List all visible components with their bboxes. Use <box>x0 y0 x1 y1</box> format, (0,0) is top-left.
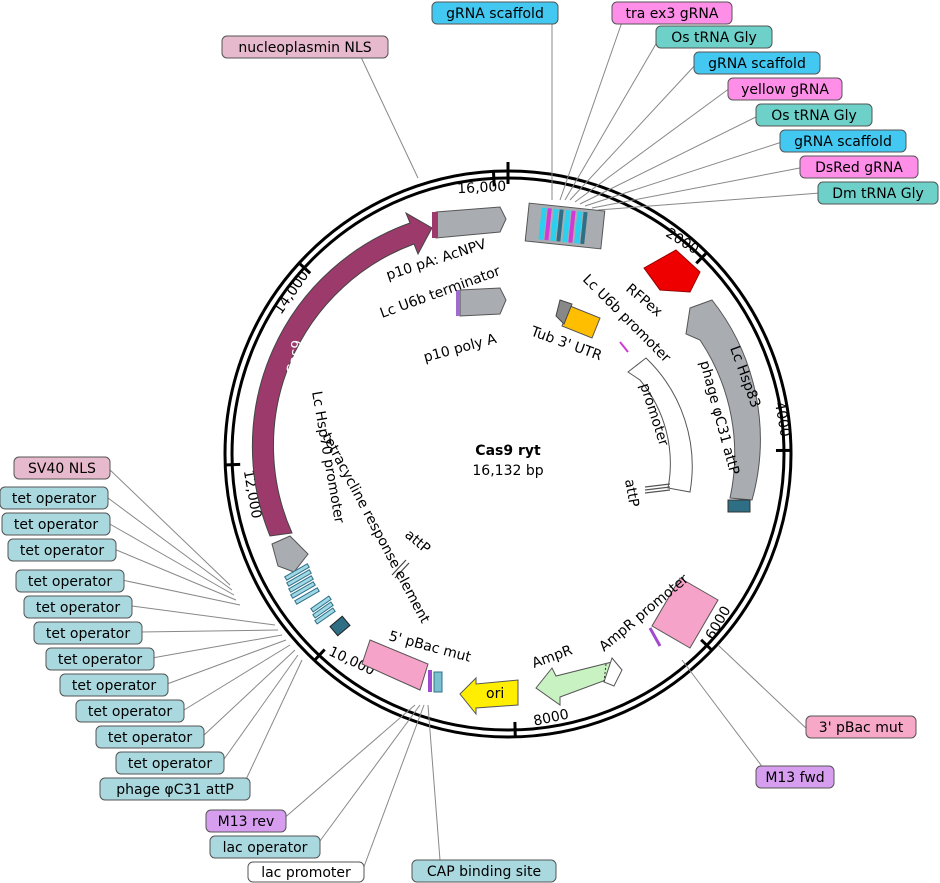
callout-yellow-grna[interactable]: yellow gRNA <box>741 82 829 98</box>
ampr-label: AmpR <box>530 642 575 671</box>
tick-mark-16000 <box>491 170 496 187</box>
lc-hsp70-promoter-feature[interactable] <box>271 535 309 573</box>
callout-tet-operator-10[interactable]: tet operator <box>108 730 192 746</box>
plasmid-length: 16,132 bp <box>472 463 543 479</box>
callout-tet-operator-8[interactable]: tet operator <box>72 678 156 694</box>
ori-feature[interactable] <box>459 676 519 716</box>
callout-sv40-nls[interactable]: SV40 NLS <box>28 461 96 477</box>
callout-os-trna-gly-1[interactable]: Os tRNA Gly <box>671 30 757 46</box>
tick-label-8000: 8000 <box>532 707 570 730</box>
tub-3-utr-cap <box>555 299 573 325</box>
ori-label: ori <box>486 686 504 702</box>
tick-label-16000: 16,000 <box>457 179 507 198</box>
p10-poly-a-feature[interactable] <box>459 287 507 317</box>
attp-left-marker <box>391 559 407 576</box>
cas9-label: Cas9 <box>284 339 306 376</box>
5-pbac-mut-feature[interactable] <box>361 639 429 691</box>
callout-tet-operator-6[interactable]: tet operator <box>46 626 130 642</box>
nucleoplasmin-nls-feature <box>432 212 438 238</box>
callout-m13-fwd[interactable]: M13 fwd <box>765 770 824 786</box>
tick-mark-12000 <box>224 462 241 467</box>
callout-nucleoplasmin-nls[interactable]: nucleoplasmin NLS <box>238 40 371 56</box>
callout-lac-promoter[interactable]: lac promoter <box>261 865 351 881</box>
callout-lac-operator[interactable]: lac operator <box>223 840 308 856</box>
rfpex-feature[interactable] <box>643 249 701 293</box>
lc-hsp83-feature[interactable] <box>685 299 761 501</box>
tick-mark-6000 <box>700 638 714 652</box>
callout-grna-scaffold-1[interactable]: gRNA scaffold <box>446 6 544 22</box>
tick-mark-2000 <box>695 250 709 265</box>
tre-label: tetracycline response element <box>318 430 432 626</box>
callout-tet-operator-1[interactable]: tet operator <box>12 491 96 507</box>
3-pbac-mut-feature[interactable] <box>651 577 719 649</box>
callout-tet-operator-4[interactable]: tet operator <box>28 574 112 590</box>
u6b-promoter-marker <box>619 341 629 353</box>
tick-mark-10000 <box>312 648 326 663</box>
tick-marks <box>224 162 792 738</box>
promoter-feature[interactable] <box>627 357 693 493</box>
ampr-promoter-feature <box>603 656 623 687</box>
callout-lines <box>107 21 821 873</box>
callout-tet-operator-11[interactable]: tet operator <box>128 756 212 772</box>
callout-cap-binding-site[interactable]: CAP binding site <box>427 864 541 880</box>
callout-grna-scaffold-2[interactable]: gRNA scaffold <box>708 56 806 72</box>
lac-operator-marker <box>433 671 443 693</box>
callout-tet-operator-5[interactable]: tet operator <box>36 600 120 616</box>
p10-pa-feature[interactable] <box>435 206 507 239</box>
phage-attp-right-feature <box>727 499 751 513</box>
tet-operator-stack <box>284 563 336 625</box>
attp-right-label: attP <box>621 478 642 508</box>
grna-array-stripes <box>538 207 588 245</box>
ampr-feature[interactable] <box>535 661 613 706</box>
p10-poly-a-label: p10 poly A <box>422 331 499 366</box>
callout-3-pbac-mut[interactable]: 3' pBac mut <box>819 720 904 736</box>
attp-left-marker-2 <box>394 562 410 579</box>
callout-phage-attp[interactable]: phage φC31 attP <box>116 782 234 798</box>
callout-tet-operator-3[interactable]: tet operator <box>20 543 104 559</box>
callout-dm-trna-gly[interactable]: Dm tRNA Gly <box>832 186 924 202</box>
callout-tet-operator-2[interactable]: tet operator <box>14 517 98 533</box>
p10-poly-a-marker <box>456 290 460 316</box>
attp-right-marker <box>644 483 671 494</box>
plasmid-name: Cas9 ryt <box>475 443 541 459</box>
m13-fwd-marker <box>648 627 662 647</box>
phage-attp-left-feature <box>329 615 351 637</box>
callout-m13-rev[interactable]: M13 rev <box>218 814 275 830</box>
callout-tra-ex3-grna[interactable]: tra ex3 gRNA <box>626 6 719 22</box>
callout-tet-operator-7[interactable]: tet operator <box>58 652 142 668</box>
attp-left-label: attP <box>401 527 433 557</box>
callout-tet-operator-9[interactable]: tet operator <box>88 704 172 720</box>
tick-mark-14000 <box>297 261 312 275</box>
ampr-dashes <box>603 663 607 683</box>
callout-grna-scaffold-3[interactable]: gRNA scaffold <box>794 134 892 150</box>
tick-label-4000: 4000 <box>771 400 793 438</box>
m13-rev-marker <box>428 670 432 692</box>
callout-dsred-grna[interactable]: DsRed gRNA <box>815 160 903 176</box>
callout-os-trna-gly-2[interactable]: Os tRNA Gly <box>771 108 857 124</box>
